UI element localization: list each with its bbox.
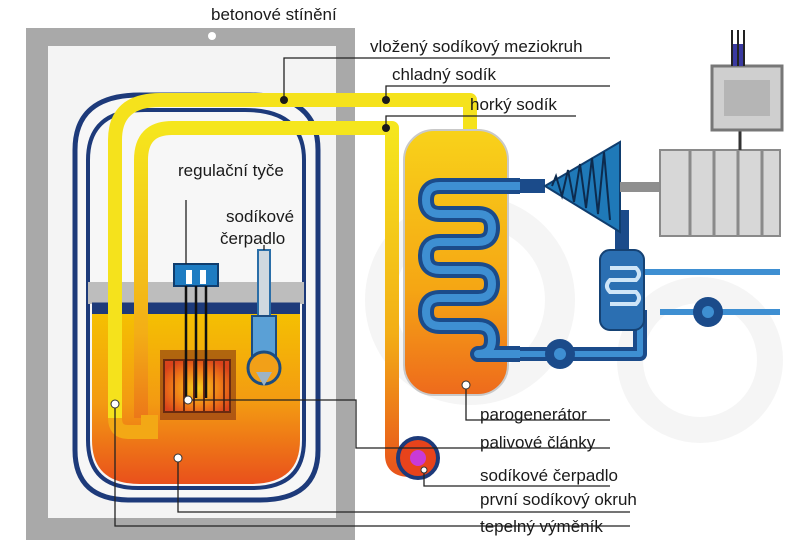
label-shielding: betonové stínění (211, 5, 337, 24)
label-primary-loop: první sodíkový okruh (480, 490, 637, 509)
leader-dots-white (110, 380, 471, 474)
label-fuel-cells: palivové články (480, 433, 596, 452)
label-sodium-pump: sodíkové čerpadlo (480, 466, 618, 485)
condenser (599, 249, 645, 331)
control-rods (173, 263, 219, 398)
label-pump-line2: čerpadlo (220, 229, 285, 248)
in-vessel-sodium-pump (246, 249, 282, 386)
label-steam-generator: parogenerátor (480, 405, 587, 424)
label-control-rods: regulační tyče (178, 161, 284, 180)
turbine (543, 140, 664, 234)
label-hot-sodium: horký sodík (470, 95, 557, 114)
label-pump-line1: sodíkové (226, 207, 294, 226)
shielding-marker (208, 32, 216, 40)
fuel-core (163, 359, 231, 413)
label-cold-sodium: chladný sodík (392, 65, 496, 84)
label-intermediate-loop: vložený sodíkový meziokruh (370, 37, 583, 56)
leader-dots (280, 96, 390, 132)
generator (659, 30, 784, 237)
primary-sodium-pump (396, 436, 440, 480)
steam-generator (403, 129, 520, 396)
label-heat-exchanger: tepelný výměník (480, 517, 603, 536)
